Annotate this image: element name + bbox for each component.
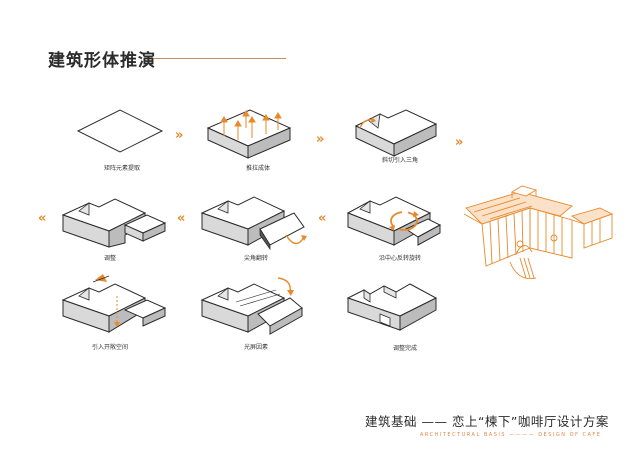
step-1-label: 矩阵元素提取	[103, 165, 140, 172]
step-5-diagram	[196, 185, 316, 275]
step-2-label: 推拉成体	[245, 165, 270, 172]
step-9-label: 调整完成	[392, 345, 417, 352]
step-4-diagram	[55, 185, 175, 275]
step-6-diagram	[340, 185, 460, 275]
footer-subtitle: ARCHITECTURAL BASIS ———— DESIGN OF CAFE	[420, 432, 602, 438]
step-4-label: 调整	[103, 255, 116, 262]
step-1-diagram	[62, 98, 182, 188]
arrow-left-icon: «	[38, 211, 47, 226]
arrow-right-icon: »	[175, 128, 184, 143]
step-6-label: 沿中心反转旋转	[378, 255, 421, 262]
step-7-label: 引入开敞空间	[91, 344, 128, 351]
step-5-label: 尖角翻转	[243, 255, 268, 262]
arrow-right-icon: »	[316, 132, 325, 147]
step-8-label: 光屏因素	[243, 344, 268, 351]
footer-title: 建筑基础 —— 恋上“楝下”咖啡厅设计方案	[365, 414, 609, 429]
step-3-label: 斜切引入三角	[381, 157, 418, 164]
step-8-diagram	[196, 270, 316, 360]
arrow-right-icon: »	[455, 135, 464, 150]
step-3-diagram	[340, 98, 460, 188]
arrow-left-icon: «	[318, 211, 327, 226]
page-title: 建筑形体推演	[48, 51, 156, 71]
step-2-diagram	[198, 98, 318, 188]
cafe-perspective-model	[460, 178, 620, 288]
title-underline	[153, 58, 286, 59]
arrow-left-icon: «	[177, 211, 186, 226]
step-7-diagram	[55, 270, 175, 360]
step-9-diagram	[340, 270, 460, 360]
